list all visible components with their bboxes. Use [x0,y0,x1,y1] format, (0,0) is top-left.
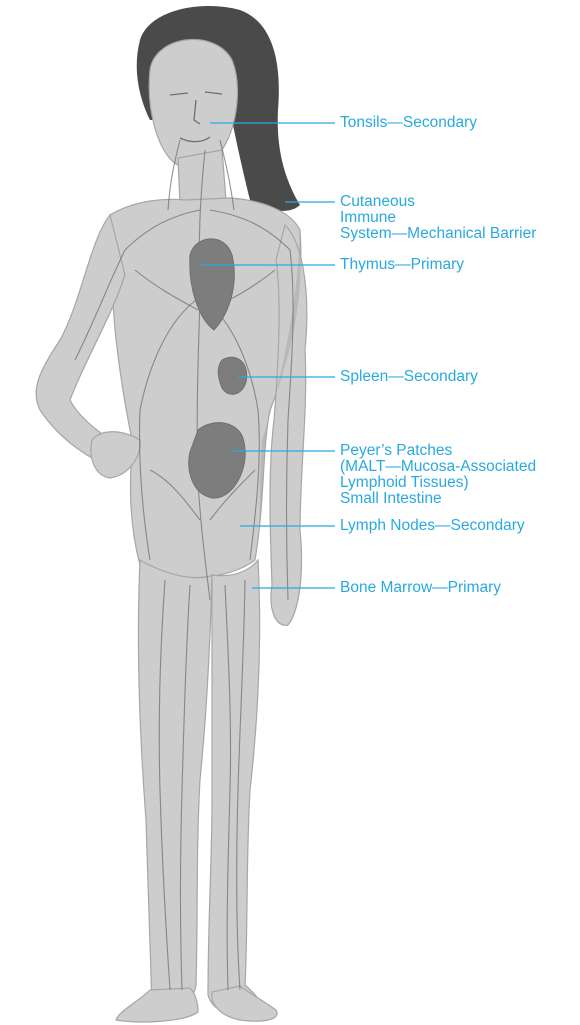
label-bone-marrow-line-1: Bone Marrow—Primary [340,580,501,596]
label-lymph-nodes-line-1: Lymph Nodes—Secondary [340,518,525,534]
female-body [36,6,307,1022]
label-tonsils: Tonsils—Secondary [340,115,477,131]
head [149,39,237,167]
label-thymus: Thymus—Primary [340,257,464,273]
label-peyers-line-3: Lymphoid Tissues) [340,475,536,491]
label-lymph-nodes: Lymph Nodes—Secondary [340,518,525,534]
label-cutaneous-line-2: Immune [340,210,536,226]
spleen [218,357,246,394]
leg-right [138,560,212,1008]
label-cutaneous-immune-system: Cutaneous Immune System—Mechanical Barri… [340,194,536,242]
foot-right [116,988,198,1022]
label-thymus-line-1: Thymus—Primary [340,257,464,273]
foot-left [212,986,277,1021]
label-bone-marrow: Bone Marrow—Primary [340,580,501,596]
label-spleen-line-1: Spleen—Secondary [340,369,478,385]
leg-left [208,560,262,1016]
label-peyers-line-4: Small Intestine [340,491,536,507]
label-peyers-line-1: Peyer’s Patches [340,443,536,459]
label-peyers-patches: Peyer’s Patches (MALT—Mucosa-Associated … [340,443,536,507]
label-cutaneous-line-3: System—Mechanical Barrier [340,226,536,242]
label-spleen: Spleen—Secondary [340,369,478,385]
label-tonsils-line-1: Tonsils—Secondary [340,115,477,131]
label-cutaneous-line-1: Cutaneous [340,194,536,210]
label-peyers-line-2: (MALT—Mucosa-Associated [340,459,536,475]
